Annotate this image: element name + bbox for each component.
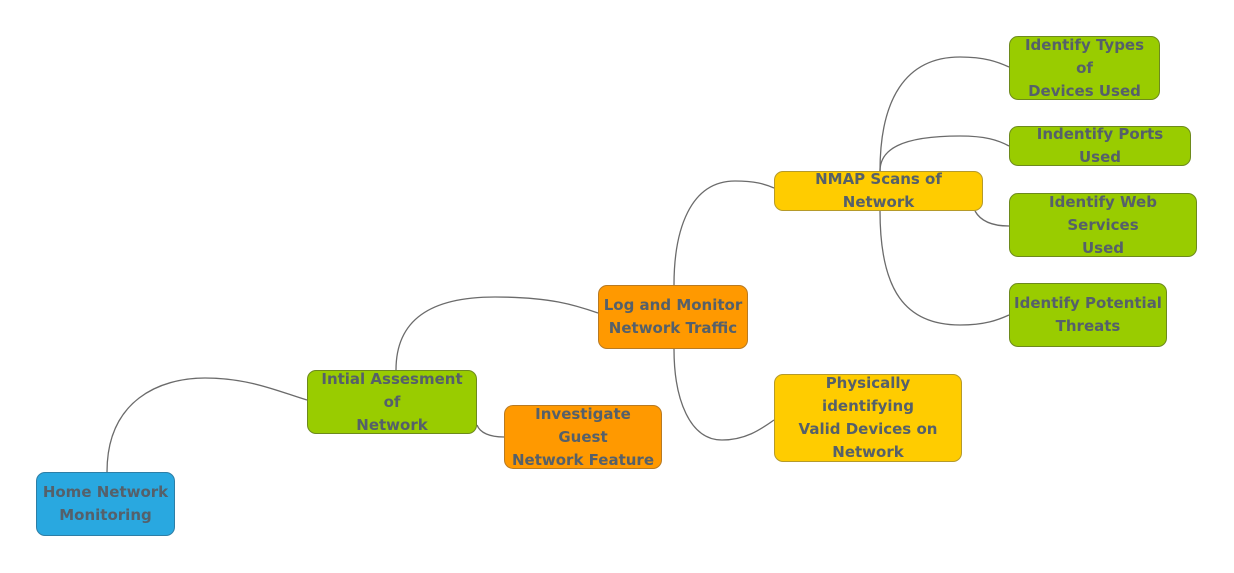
connector-initial-log (395, 296, 599, 371)
connector-nmap-types (879, 56, 1010, 172)
node-identify-web-services[interactable]: Identify Web Services Used (1009, 193, 1197, 257)
connector-log-nmap (673, 180, 775, 286)
node-text-line: Identify Potential (1014, 294, 1162, 312)
node-identify-device-types[interactable]: Identify Types of Devices Used (1009, 36, 1160, 100)
connector-log-physical (673, 348, 775, 441)
node-text-line: Network Feature (511, 450, 654, 469)
node-text-line: Physically identifying (822, 374, 914, 415)
node-text-line: Used (1081, 238, 1125, 257)
node-text-line: Valid Devices on (798, 420, 938, 438)
node-text-line: Monitoring (59, 506, 152, 524)
node-text-line: Network Traffic (608, 319, 738, 337)
node-text-line: Investigate Guest (535, 404, 631, 446)
node-home-network-monitoring[interactable]: Home Network Monitoring (36, 472, 175, 536)
node-text-line: Network (356, 415, 428, 434)
node-identify-threats[interactable]: Identify Potential Threats (1009, 283, 1167, 347)
node-log-and-monitor-traffic[interactable]: Log and Monitor Network Traffic (598, 285, 748, 349)
node-nmap-scans[interactable]: NMAP Scans of Network (774, 170, 983, 211)
connector-nmap-web (974, 210, 1010, 227)
connector-nmap-threats (879, 210, 1010, 326)
node-text-line: Home Network (42, 483, 169, 501)
connector-home-initial (106, 377, 308, 473)
node-text-line: Devices Used (1028, 81, 1141, 100)
node-text-line: Indentify Ports Used (1036, 125, 1164, 166)
node-physically-identifying-devices[interactable]: Physically identifying Valid Devices on … (774, 374, 962, 462)
node-text-line: Log and Monitor (603, 296, 743, 314)
node-initial-assessment[interactable]: Intial Assesment of Network (307, 370, 477, 434)
node-text-line: Threats (1055, 317, 1121, 335)
node-text-line: Intial Assesment of (321, 369, 463, 411)
connector-initial-guest (476, 424, 505, 438)
node-text-line: Network (832, 443, 904, 461)
node-text-line: Identify Types of (1024, 35, 1145, 77)
node-investigate-guest-network[interactable]: Investigate Guest Network Feature (504, 405, 662, 469)
node-text-line: NMAP Scans of Network (815, 170, 942, 211)
node-text-line: Identify Web Services (1049, 192, 1157, 234)
connector-nmap-ports (879, 135, 1010, 172)
node-identify-ports[interactable]: Indentify Ports Used (1009, 125, 1191, 166)
